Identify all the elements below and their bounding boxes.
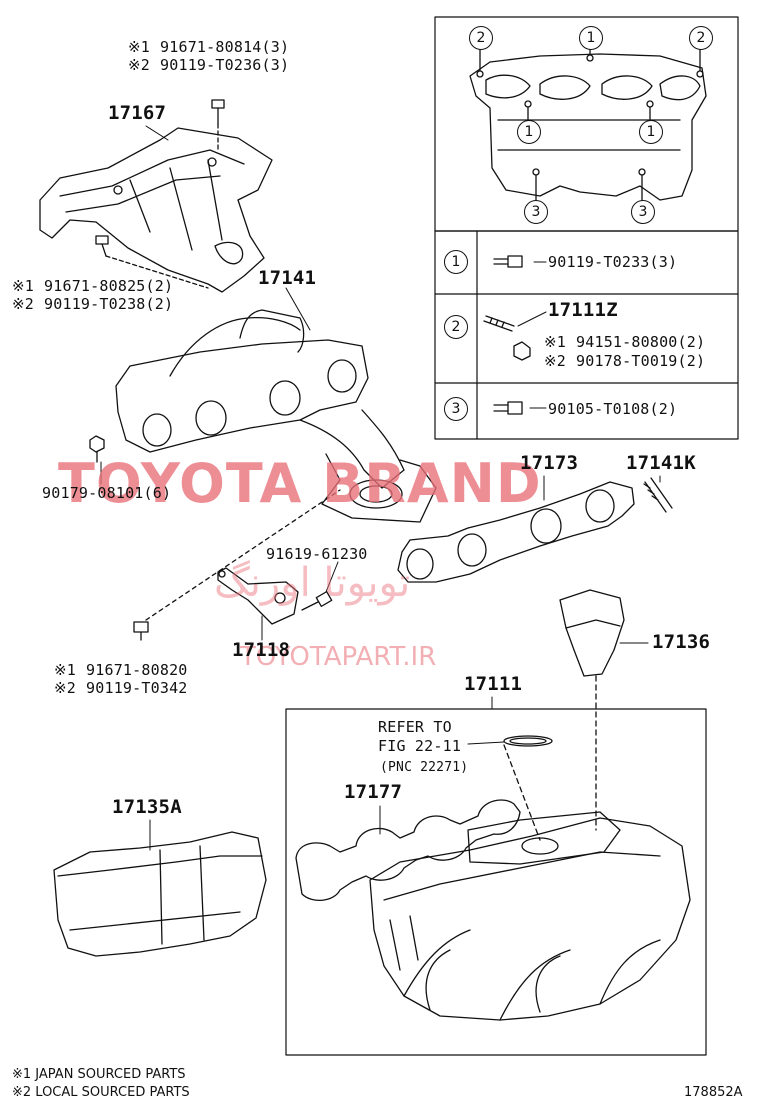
bolt-low-drawing — [133, 489, 341, 641]
legend-row-3-callout: 3 — [444, 397, 468, 421]
label-stay: 17118 — [232, 639, 291, 661]
label-bolt-mid-2: 90119-T0238(2) — [44, 295, 174, 313]
stay-drawing — [217, 567, 299, 625]
label-mark2-low: ※2 — [54, 679, 76, 697]
watermark-farsi: تویوتا اورنگ — [214, 560, 411, 606]
legend-row-2-stud: 17111Z — [548, 299, 618, 321]
legend-row-1-part: 90119-T0233(3) — [548, 253, 678, 271]
bolt-mid-drawing — [95, 235, 209, 289]
insulator-17136-drawing — [559, 589, 625, 831]
figure-code: 178852A — [684, 1085, 743, 1100]
label-refer-1: REFER TO — [378, 718, 452, 736]
watermark-brand: TOYOTA BRAND — [58, 452, 542, 515]
label-refer-2: FIG 22-11 — [378, 737, 462, 755]
label-heat-insulator: 17167 — [108, 102, 167, 124]
legend-bolt-1-drawing — [493, 255, 523, 268]
exhaust-manifold-drawing — [115, 309, 437, 523]
nut-exhaust-drawing — [89, 435, 105, 463]
label-insulator-17136: 17136 — [652, 631, 711, 653]
label-bolt-low-1: 91671-80820 — [86, 661, 188, 679]
gasket-ring-drawing — [503, 735, 553, 841]
watermark-site: TOYOTAPART.IR — [240, 642, 437, 672]
legend-row-2-nut-2: 90178-T0019(2) — [576, 352, 706, 370]
callout-3-left: 3 — [524, 200, 548, 224]
label-bolt-top-1: 91671-80814(3) — [160, 38, 290, 56]
legend-table-lines — [434, 230, 739, 440]
legend-row-2-mark1: ※1 — [544, 333, 566, 351]
intake-manifold-drawing — [369, 811, 691, 1021]
label-stud-exhaust: 17141K — [626, 452, 696, 474]
label-gasket-intake: 17177 — [344, 781, 403, 803]
callout-1-right: 1 — [639, 120, 663, 144]
label-bolt-stay: 91619-61230 — [266, 545, 368, 563]
label-mark1-mid: ※1 — [12, 277, 34, 295]
gasket-intake-drawing — [295, 799, 521, 901]
inset-engine-drawing — [469, 48, 707, 201]
label-bolt-top-2: 90119-T0236(3) — [160, 56, 290, 74]
stud-exhaust-drawing — [643, 477, 673, 513]
callout-3-right: 3 — [631, 200, 655, 224]
heat-insulator-drawing — [39, 127, 273, 293]
footnote-local: ※2 LOCAL SOURCED PARTS — [12, 1085, 190, 1100]
callout-1-top: 1 — [579, 26, 603, 50]
label-gasket-exhaust: 17173 — [520, 452, 579, 474]
callout-2-right: 2 — [689, 26, 713, 50]
gasket-exhaust-drawing — [397, 481, 635, 583]
legend-row-1-callout: 1 — [444, 250, 468, 274]
label-mark2-top: ※2 — [128, 56, 150, 74]
label-refer-3: (PNC 22271) — [380, 760, 469, 775]
legend-stud-drawing — [483, 315, 515, 332]
intake-box — [285, 708, 707, 1056]
callout-2-left: 2 — [469, 26, 493, 50]
bolt-stay-drawing — [301, 591, 333, 611]
label-bolt-low-2: 90119-T0342 — [86, 679, 188, 697]
label-cover-17135a: 17135A — [112, 796, 182, 818]
bolt-top-drawing — [211, 99, 225, 151]
label-mark1-top: ※1 — [128, 38, 150, 56]
legend-nut-drawing — [513, 341, 531, 361]
legend-bolt-3-drawing — [493, 401, 523, 415]
label-mark2-mid: ※2 — [12, 295, 34, 313]
legend-row-2-mark2: ※2 — [544, 352, 566, 370]
footnote-japan: ※1 JAPAN SOURCED PARTS — [12, 1067, 186, 1082]
legend-row-2-nut-1: 94151-80800(2) — [576, 333, 706, 351]
leader-lines — [100, 125, 661, 851]
label-intake-manifold: 17111 — [464, 673, 523, 695]
legend-row-2-callout: 2 — [444, 315, 468, 339]
cover-17135a-drawing — [53, 831, 267, 957]
label-mark1-low: ※1 — [54, 661, 76, 679]
legend-row-3-part: 90105-T0108(2) — [548, 400, 678, 418]
label-nut-exhaust: 90179-08101(6) — [42, 484, 172, 502]
label-bolt-mid-1: 91671-80825(2) — [44, 277, 174, 295]
label-exhaust-manifold: 17141 — [258, 267, 317, 289]
callout-1-left: 1 — [517, 120, 541, 144]
